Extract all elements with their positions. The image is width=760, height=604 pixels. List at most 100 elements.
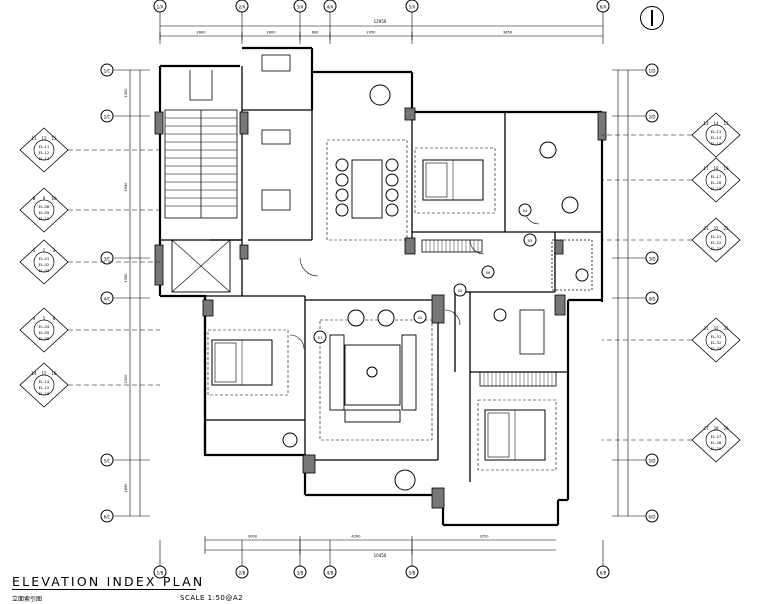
tag-code: EL-27 bbox=[711, 434, 722, 439]
grid-label-left: 4/C bbox=[104, 297, 111, 302]
tag-number: 22 bbox=[713, 226, 719, 231]
door-swing bbox=[299, 257, 319, 277]
room-index-tag bbox=[481, 265, 495, 279]
tag-code: EL-14 bbox=[711, 135, 722, 140]
tag-code: EL-08 bbox=[39, 204, 50, 209]
tag-code: EL-03 bbox=[39, 268, 50, 273]
dim-top: 2600 bbox=[266, 31, 276, 35]
tag-code: EL-18 bbox=[711, 180, 722, 185]
tag-code: EL-09 bbox=[39, 210, 50, 215]
tag-code: EL-15 bbox=[711, 141, 722, 146]
tag-number: 17 bbox=[703, 166, 709, 171]
grid-bubble-right bbox=[645, 63, 659, 77]
drawing-scale: SCALE 1:50@A2 bbox=[180, 594, 244, 602]
tag-number: 23 bbox=[723, 226, 729, 231]
grid-bubble-right bbox=[645, 291, 659, 305]
bedroom-rug bbox=[207, 329, 289, 396]
grid-bubble-bottom bbox=[596, 565, 610, 579]
grid-bubble-bottom bbox=[323, 565, 337, 579]
tag-code: EL-11 bbox=[39, 144, 50, 149]
grid-bubble-right bbox=[645, 109, 659, 123]
tag-circle bbox=[705, 124, 727, 146]
grid-label-left: 3/C bbox=[104, 257, 111, 262]
tag-number: 21 bbox=[703, 226, 709, 231]
dim-bottom-total: 10450 bbox=[374, 553, 387, 558]
grid-label-top: 6/A bbox=[600, 5, 607, 10]
grid-label-bottom: 6/B bbox=[600, 571, 607, 576]
grid-label-top: 2/A bbox=[239, 5, 246, 10]
grid-label-right: 5/D bbox=[649, 459, 656, 464]
room-index-label: 03 bbox=[458, 289, 462, 293]
structural-column bbox=[404, 237, 416, 255]
dining-chair bbox=[385, 203, 399, 217]
tag-circle bbox=[33, 374, 55, 396]
tag-number: 2 bbox=[43, 248, 46, 253]
toilet bbox=[539, 141, 557, 159]
structural-column bbox=[431, 294, 445, 324]
coffee-table bbox=[344, 344, 401, 406]
grid-bubble-left bbox=[100, 63, 114, 77]
dim-top-total: 12950 bbox=[374, 19, 387, 24]
tag-code: EL-13 bbox=[39, 156, 50, 161]
room-index-label: 01 bbox=[318, 336, 322, 340]
armchair bbox=[369, 84, 391, 106]
dim-left: 1300 bbox=[124, 88, 128, 98]
tag-code: EL-10 bbox=[39, 216, 50, 221]
drawing-title: ELEVATION INDEX PLAN bbox=[12, 574, 205, 589]
grid-label-right: 3/D bbox=[649, 257, 656, 262]
bed-pillow-area bbox=[425, 162, 448, 198]
north-arrow-icon bbox=[640, 6, 664, 30]
grid-bubble-bottom bbox=[405, 565, 419, 579]
tag-circle bbox=[33, 251, 55, 273]
tag-code: EL-17 bbox=[711, 174, 722, 179]
tag-number: 16 bbox=[51, 371, 57, 376]
door-swing bbox=[444, 309, 461, 326]
dining-chair bbox=[335, 173, 349, 187]
dining-rug bbox=[326, 139, 408, 241]
sofa-right bbox=[401, 334, 417, 411]
tag-code: EL-31 bbox=[711, 334, 722, 339]
tag-circle bbox=[705, 169, 727, 191]
planter bbox=[282, 432, 298, 448]
toilet bbox=[561, 196, 579, 214]
dining-chair bbox=[385, 173, 399, 187]
tag-code: EL-12 bbox=[39, 150, 50, 155]
grid-bubble-right bbox=[645, 453, 659, 467]
room-index-label: 06 bbox=[486, 271, 490, 275]
bedroom-rug bbox=[414, 147, 496, 214]
grid-label-top: 5/A bbox=[409, 5, 416, 10]
dim-left: 1350 bbox=[124, 273, 128, 283]
grid-bubble-right bbox=[645, 509, 659, 523]
tag-number: 13 bbox=[703, 121, 709, 126]
lounge-chair bbox=[347, 309, 365, 327]
tag-number: 14 bbox=[713, 121, 719, 126]
dim-top: 3850 bbox=[503, 31, 513, 35]
room-index-label: 02 bbox=[418, 316, 422, 320]
grid-bubble-left bbox=[100, 291, 114, 305]
wardrobe bbox=[479, 371, 557, 387]
dining-chair bbox=[385, 188, 399, 202]
tag-circle bbox=[33, 199, 55, 221]
tag-number: 29 bbox=[723, 426, 729, 431]
tag-number: 13 bbox=[51, 136, 57, 141]
structural-column bbox=[154, 111, 164, 135]
room-index-label: 04 bbox=[523, 209, 528, 213]
wardrobe bbox=[421, 239, 483, 253]
structural-column bbox=[554, 239, 564, 255]
living-rug bbox=[319, 319, 433, 441]
armchair bbox=[394, 469, 416, 491]
tag-number: 10 bbox=[51, 196, 57, 201]
tag-number: 11 bbox=[31, 136, 37, 141]
tag-code: EL-13 bbox=[711, 129, 722, 134]
tag-number: 28 bbox=[713, 426, 719, 431]
tag-number: 15 bbox=[723, 121, 729, 126]
structural-column bbox=[431, 487, 445, 509]
